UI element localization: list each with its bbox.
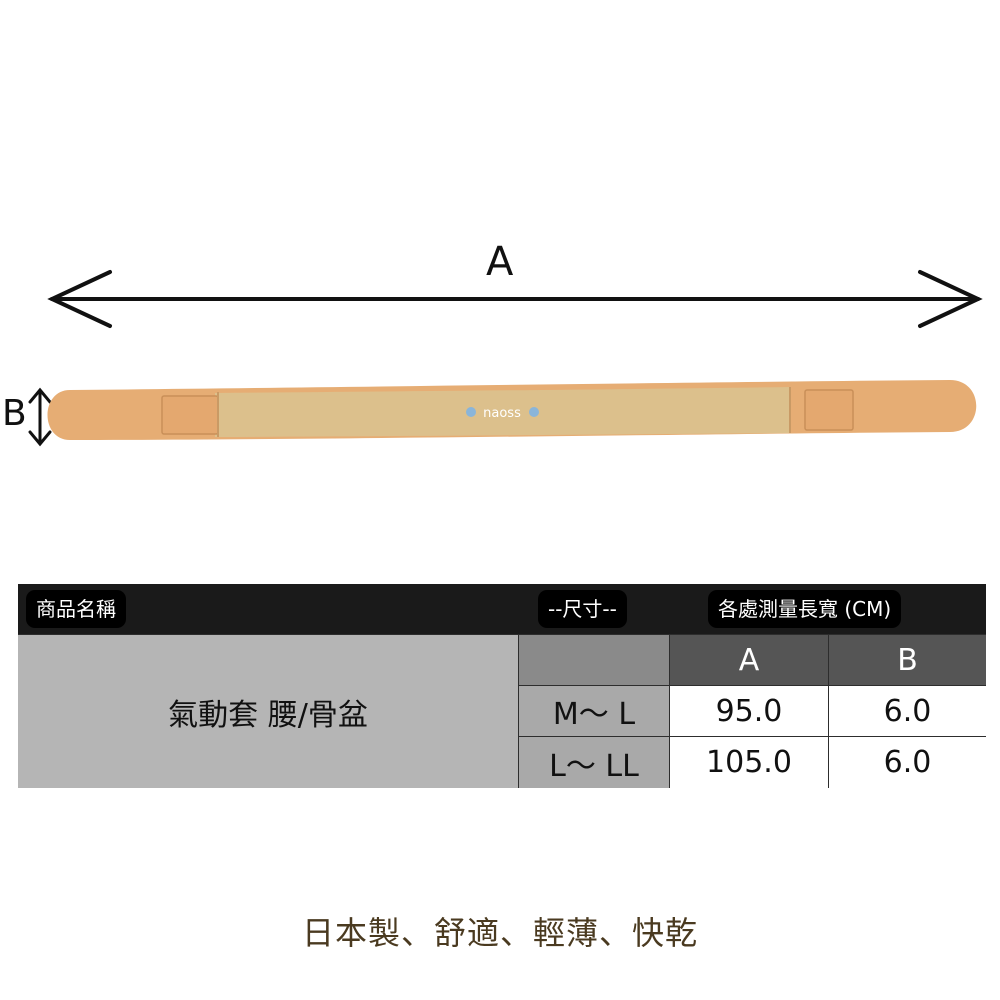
dimension-b-arrow <box>28 387 52 447</box>
dimension-a-label: A <box>486 239 514 285</box>
dimension-a-arrow <box>47 270 983 328</box>
product-name-header: 商品名稱 <box>26 590 126 628</box>
belt-illustration: naoss <box>28 270 983 447</box>
product-name-cell: 氣動套 腰/骨盆 <box>18 635 518 788</box>
brand-logo: naoss <box>483 406 521 421</box>
size-table: 商品名稱 --尺寸-- 各處測量長寬 (CM) 氣動套 腰/骨盆 A B M～ … <box>18 584 986 788</box>
dimension-b-label: B <box>2 393 27 434</box>
feature-tagline: 日本製、舒適、輕薄、快乾 <box>301 914 698 952</box>
col-b-header: B <box>829 635 986 685</box>
row-value-b: 6.0 <box>829 686 986 736</box>
belt: naoss <box>47 380 977 440</box>
col-a-header: A <box>670 635 828 685</box>
table-header: 商品名稱 --尺寸-- 各處測量長寬 (CM) <box>18 584 986 634</box>
measure-header: 各處測量長寬 (CM) <box>708 590 902 628</box>
row-value-a: 105.0 <box>670 737 828 788</box>
row-size: M～ L <box>519 686 669 736</box>
size-col-blank <box>519 635 669 685</box>
row-value-a: 95.0 <box>670 686 828 736</box>
size-header: --尺寸-- <box>538 590 627 628</box>
product-diagram: naoss A B <box>0 0 1000 480</box>
row-value-b: 6.0 <box>829 737 986 788</box>
row-size: L～ LL <box>519 737 669 788</box>
